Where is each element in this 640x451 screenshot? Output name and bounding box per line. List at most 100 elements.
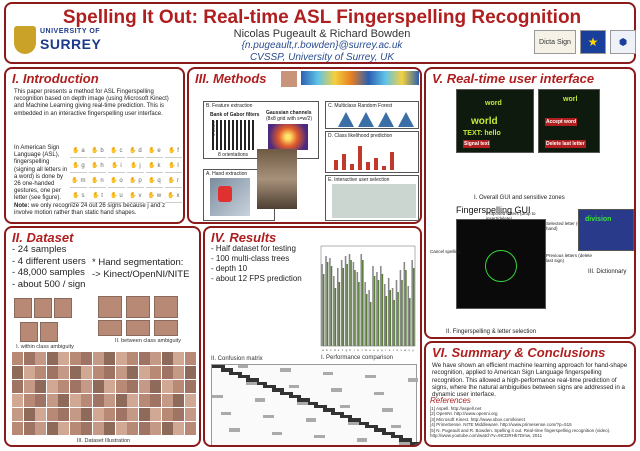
- dataset-thumbnail: [58, 394, 69, 407]
- list-item: - 24 samples: [12, 244, 67, 255]
- dataset-thumbnail: [173, 394, 184, 407]
- chart-bar: [354, 270, 356, 346]
- logo-surrey-text: SURREY: [40, 36, 102, 52]
- dataset-thumbnail: [127, 394, 138, 407]
- hand-sign-letter: ✋ f: [165, 145, 182, 158]
- hand-sign-letter: ✋ k: [146, 160, 163, 173]
- chart-bar: [333, 276, 335, 346]
- chart-bar: [401, 280, 403, 346]
- confusion-matrix: [211, 364, 420, 445]
- summary-title: VI. Summary & Conclusions: [432, 345, 606, 360]
- glow-worl: worl: [563, 96, 578, 103]
- within-class-image: [34, 298, 52, 318]
- dataset-thumbnail: [161, 380, 173, 393]
- confusion-cell: [348, 421, 359, 425]
- chart-tick-label: p: [377, 348, 379, 352]
- dataset-thumbnail: [58, 408, 69, 421]
- confusion-diagonal-cell: [314, 405, 327, 409]
- proposed-letters-label: Proposed letters (drop to insert/delete): [486, 211, 536, 221]
- dataset-thumbnail: [173, 380, 184, 393]
- realtime-ui-panel: V. Real-time user interface word world S…: [424, 67, 636, 339]
- chart-bar: [377, 280, 380, 346]
- dataset-thumbnail: [127, 380, 138, 393]
- dicta-sign-logo: Dicta Sign: [534, 30, 576, 54]
- chart-bar: [340, 260, 343, 346]
- confusion-cell: [407, 378, 418, 382]
- chart-bar: [387, 278, 390, 346]
- chart-tick-label: i: [354, 348, 355, 352]
- dataset-thumbnail: [115, 366, 127, 379]
- confusion-diagonal-cell: [356, 421, 369, 425]
- dataset-thumbnail: [150, 380, 161, 393]
- between-class-image: [126, 296, 150, 318]
- chart-bar: [322, 274, 325, 346]
- hand-sign-letter: ✋ i: [108, 160, 125, 173]
- dataset-thumbnail: [81, 422, 92, 435]
- confusion-diagonal-cell: [246, 378, 259, 382]
- segmentation-line2: -> Kinect/OpenNI/NITE: [92, 268, 190, 280]
- user-selection-box: E. Interactive user selection: [325, 175, 419, 221]
- dataset-thumbnail: [35, 408, 46, 421]
- chart-tick-label: g: [346, 348, 348, 352]
- chart-tick-label: q: [381, 348, 383, 352]
- chart-bar: [389, 290, 392, 346]
- dataset-thumbnail: [104, 408, 115, 421]
- tree-icons: [338, 112, 414, 127]
- chart-tick-label: c: [330, 348, 332, 352]
- introduction-note: Note: we only recognize 24 out 26 signs …: [14, 203, 180, 217]
- dataset-thumbnail: [35, 422, 46, 435]
- performance-caption: I. Performance comparison: [320, 355, 394, 361]
- confusion-diagonal-cell: [399, 438, 412, 442]
- dataset-thumbnail: [58, 422, 69, 435]
- references-list: [1] Aspell. http://aspell.net [2] OpenNI…: [430, 406, 634, 438]
- dataset-thumbnail: [104, 352, 115, 365]
- chart-bar: [348, 254, 351, 346]
- dataset-thumbnail: [184, 380, 196, 393]
- chart-bar: [403, 262, 406, 346]
- confusion-cell: [263, 415, 274, 419]
- dataset-thumbnail: [35, 380, 46, 393]
- hand-sign-letter: ✋ r: [165, 175, 182, 188]
- dataset-thumbnail: [150, 422, 161, 435]
- dataset-thumbnail: [92, 380, 104, 393]
- references-title: References: [430, 396, 471, 405]
- chart-tick-label: w: [404, 348, 407, 352]
- dataset-thumbnail: [35, 394, 46, 407]
- chart-bar: [365, 294, 368, 346]
- introduction-title: I. Introduction: [12, 71, 99, 86]
- hand-sign-letter: ✋ c: [108, 145, 125, 158]
- chart-tick-label: n: [369, 348, 371, 352]
- dictionary-caption: III. Dictionnary: [588, 269, 627, 275]
- gaussian-channels-image: [268, 124, 308, 150]
- chart-tick-label: x: [408, 348, 410, 352]
- crest-icon: [14, 26, 36, 54]
- dataset-thumbnail: [150, 366, 161, 379]
- chart-bar: [350, 260, 352, 346]
- orientations-label: 8 orientations: [218, 152, 249, 158]
- signal-text-label: Signal text: [463, 140, 491, 148]
- dataset-thumbnail: [12, 366, 23, 379]
- confusion-cell: [305, 418, 316, 422]
- chart-tick-label: a: [322, 348, 324, 352]
- dataset-thumbnail: [69, 366, 81, 379]
- between-class-image: [154, 296, 178, 318]
- hand-sign-letter: ✋ a: [70, 145, 87, 158]
- dataset-thumbnail: [104, 366, 115, 379]
- within-class-image: [40, 322, 58, 342]
- dataset-thumbnail: [35, 352, 46, 365]
- poster-header: Spelling It Out: Real-time ASL Fingerspe…: [4, 2, 636, 64]
- reference-item: [1] Aspell. http://aspell.net: [430, 406, 482, 411]
- chart-bar: [381, 274, 384, 346]
- confusion-diagonal-cell: [331, 411, 344, 415]
- hand-sign-letter: ✋ o: [108, 175, 125, 188]
- hand-mask: [218, 186, 232, 202]
- chart-bar: [373, 276, 376, 346]
- summary-text: We have shown an efficient machine learn…: [432, 362, 628, 399]
- hand-sign-letter: ✋ h: [89, 160, 106, 173]
- dataset-thumbnail: [81, 394, 92, 407]
- dataset-thumbnail: [127, 422, 138, 435]
- chart-plot-area: [320, 245, 416, 347]
- dataset-thumbnail: [69, 408, 81, 421]
- hand-sign-letter: ✋ x: [165, 190, 182, 203]
